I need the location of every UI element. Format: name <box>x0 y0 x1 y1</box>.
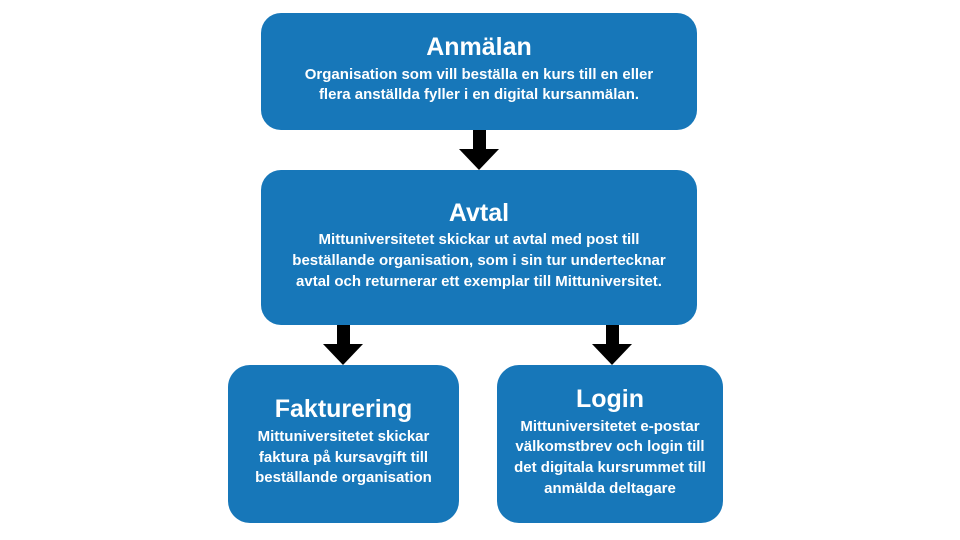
node-title: Login <box>575 384 645 413</box>
arrow-avtal-to-login-icon <box>592 325 632 365</box>
arrow-anmalan-to-avtal-icon <box>459 130 499 170</box>
node-body: Mittuniversitetet e-postar välkomstbrev … <box>514 417 706 497</box>
flowchart-node-login: Login Mittuniversitetet e-postar välkoms… <box>497 365 723 523</box>
arrow-head <box>459 149 499 170</box>
arrow-head <box>323 344 363 365</box>
flowchart-node-avtal: Avtal Mittuniversitetet skickar ut avtal… <box>261 170 697 325</box>
arrow-stem <box>472 130 486 149</box>
arrow-stem <box>605 325 619 344</box>
arrow-avtal-to-fakturering-icon <box>323 325 363 365</box>
flowchart-node-anmalan: Anmälan Organisation som vill beställa e… <box>261 13 697 130</box>
node-title: Fakturering <box>274 395 413 424</box>
arrow-head <box>592 344 632 365</box>
node-body: Mittuniversitetet skickar ut avtal med p… <box>292 231 666 290</box>
node-body: Organisation som vill beställa en kurs t… <box>304 65 654 104</box>
node-title: Avtal <box>448 198 510 227</box>
node-title: Anmälan <box>426 32 532 61</box>
flowchart-node-fakturering: Fakturering Mittuniversitetet skickar fa… <box>228 365 459 523</box>
node-body: Mittuniversitetet skickar faktura på kur… <box>255 427 432 487</box>
arrow-stem <box>336 325 350 344</box>
